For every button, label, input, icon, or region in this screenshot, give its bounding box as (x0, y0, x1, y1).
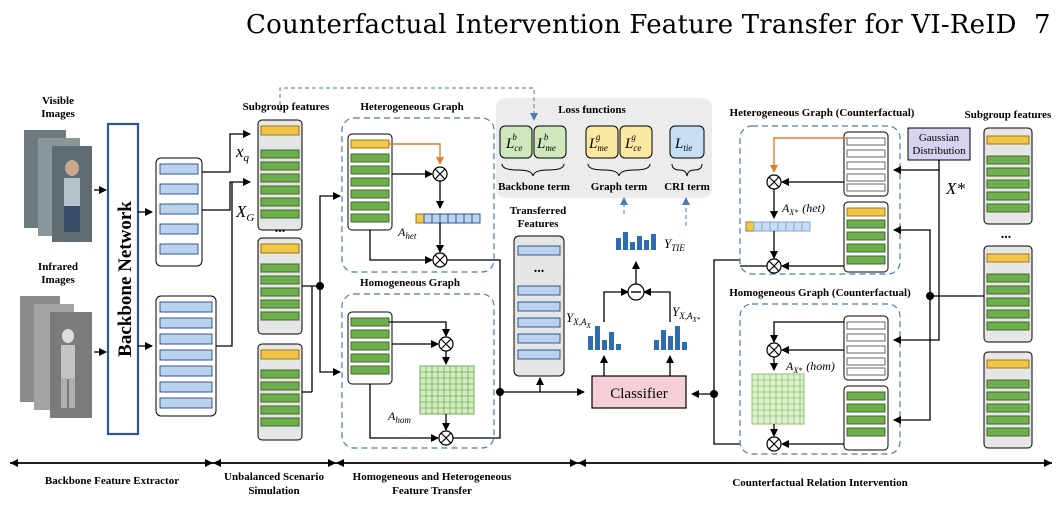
het-cf-box (739, 125, 901, 275)
loss-graph-ce: Lceg (619, 125, 653, 159)
visible-label-1: Visible (42, 95, 74, 107)
visible-label-2: Images (41, 108, 75, 120)
het-cf-gray-stack (843, 131, 889, 197)
loss-backbone-me: Lmeb (533, 125, 567, 159)
heterogeneous-graph-title: Heterogeneous Graph (360, 101, 463, 113)
transferred-features-label-2: Features (518, 218, 559, 230)
stage-counterfactual-relation-intervention: Counterfactual Relation Intervention (732, 477, 907, 489)
subgroup-left-top (257, 119, 303, 231)
loss-cri-tie: Ltie (669, 125, 705, 159)
graph-term-label: Graph term (591, 181, 648, 193)
subgroup-left-bottom (257, 343, 303, 441)
x-star-label: X* (945, 179, 965, 198)
a-xstar-het-vector (745, 221, 811, 232)
homogeneous-graph-title: Homogeneous Graph (360, 277, 460, 289)
stage-unbalanced-label-1: Unbalanced Scenario (224, 471, 324, 483)
a-het-vector (415, 213, 481, 224)
y-tie-label: YTIE (664, 236, 685, 253)
xg-label: XG (235, 202, 254, 224)
backbone-network-block: Backbone Network (106, 122, 140, 436)
infrared-label-2: Images (41, 274, 75, 286)
gaussian-label-2: Distribution (912, 145, 966, 157)
classifier-label: Classifier (610, 386, 668, 402)
het-feature-stack (347, 133, 393, 231)
hom-cf-title: Homogeneous Graph (Counterfactual) (729, 287, 911, 299)
subgroup-right-bottom (983, 351, 1033, 449)
stage-timeline (10, 459, 1052, 467)
subgroup-right-ellipsis: ... (1001, 227, 1012, 242)
backbone-term-label: Backbone term (498, 181, 570, 193)
heterogeneous-graph-box (341, 117, 495, 273)
stage-backbone-feature-extractor: Backbone Feature Extractor (45, 475, 179, 487)
transferred-features-label-1: Transferred (510, 205, 566, 217)
subgroup-features-left-title: Subgroup features (243, 101, 330, 113)
y-xastar-histogram (654, 326, 687, 350)
y-xastar-label: YX,AX* (672, 304, 701, 324)
a-xstar-het-label: AX*(het) (781, 201, 825, 217)
a-het-label: Ahet (397, 225, 417, 241)
subgroup-left-ellipsis: ... (275, 221, 286, 236)
gaussian-label-1: Gaussian (919, 132, 960, 144)
subgroup-left-middle (257, 237, 303, 335)
classifier-block (591, 375, 687, 409)
a-hom-label: Ahom (387, 409, 411, 425)
running-header: Counterfactual Intervention Feature Tran… (0, 8, 1062, 48)
het-cf-title: Heterogeneous Graph (Counterfactual) (730, 107, 915, 119)
gaussian-distribution-block (907, 127, 971, 161)
infrared-images: Infrared Images (20, 261, 92, 418)
infrared-label-1: Infrared (38, 261, 78, 273)
stage-transfer-label-1: Homogeneous and Heterogeneous (353, 471, 512, 483)
cri-term-label: CRI term (664, 181, 710, 193)
page-number: 7 (1034, 10, 1051, 40)
svg-text:...: ... (534, 261, 545, 276)
visible-feature-stack (155, 157, 203, 267)
hom-cf-gray-stack (843, 315, 889, 381)
loss-functions-title: Loss functions (558, 104, 626, 116)
visible-images: Visible Images (24, 95, 92, 242)
transferred-feature-stack: ... (513, 235, 565, 377)
infrared-feature-stack (155, 295, 217, 417)
svg-text:Lceg: Lceg (624, 132, 641, 153)
stage-unbalanced-label-2: Simulation (248, 485, 299, 497)
svg-text:Lmeb: Lmeb (536, 132, 556, 153)
het-cf-green-stack (843, 201, 889, 273)
xq-label: xq (235, 142, 250, 164)
svg-text:Lmeg: Lmeg (588, 132, 608, 153)
svg-text:Ltie: Ltie (674, 136, 692, 153)
paper-title: Counterfactual Intervention Feature Tran… (246, 10, 1017, 40)
y-tie-histogram (616, 232, 656, 250)
a-xstar-hom-matrix (751, 373, 805, 425)
homogeneous-graph-box (341, 293, 495, 449)
y-xa-label: YX,AX (566, 310, 591, 330)
stage-transfer-label-2: Feature Transfer (392, 485, 472, 497)
backbone-network-label: Backbone Network (115, 201, 136, 357)
a-hom-matrix (419, 365, 475, 415)
loss-graph-me: Lmeg (585, 125, 619, 159)
subgroup-right-top (983, 127, 1033, 225)
hom-feature-stack (347, 311, 393, 385)
subgroup-features-right-title: Subgroup features (965, 109, 1052, 121)
a-xstar-hom-label: AX*(hom) (785, 359, 835, 375)
svg-text:Lceb: Lceb (505, 132, 522, 153)
y-xa-histogram (588, 326, 621, 350)
loss-backbone-ce: Lceb (499, 125, 533, 159)
subgroup-right-middle (983, 245, 1033, 343)
hom-cf-green-stack (843, 385, 889, 451)
